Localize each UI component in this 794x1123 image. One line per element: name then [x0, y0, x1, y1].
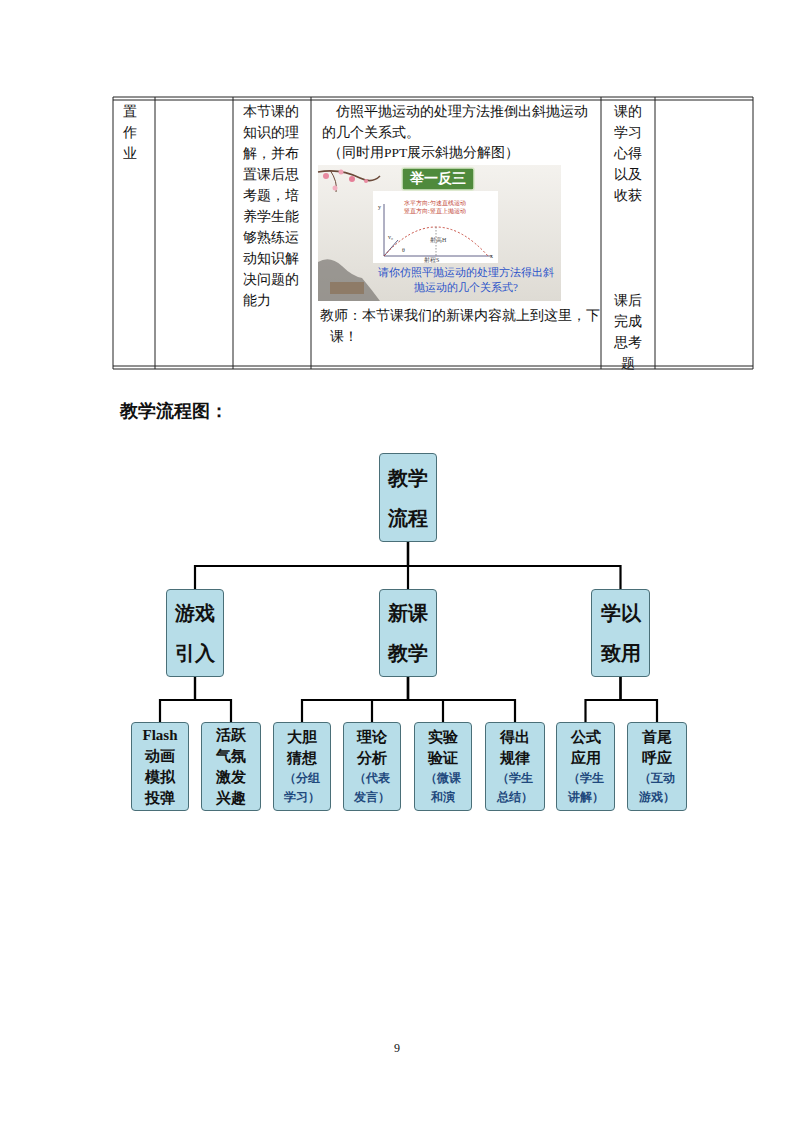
step-box: 大胆猜想（分组学习） — [273, 722, 331, 811]
tree-connector — [586, 677, 621, 722]
box-title: 得出规律 — [496, 727, 534, 769]
slide-note: 射高H — [430, 236, 460, 244]
step-box: 公式应用（学生讲解） — [556, 722, 615, 811]
table-cell: 课后完成思考题 — [613, 290, 643, 374]
box-subtitle: （微课和演 — [425, 769, 461, 807]
axis-label: v₀ — [388, 233, 400, 241]
stage-box: 教学流程 — [379, 453, 437, 542]
step-box: Flash动画模拟投弹 — [131, 722, 189, 811]
box-title: 教学流程 — [388, 458, 428, 538]
stage-box: 游戏引入 — [166, 589, 224, 677]
slide-image — [318, 165, 561, 301]
slide-question: 请你仿照平抛运动的处理方法得出斜抛运动的几个关系式? — [378, 265, 554, 295]
box-title: 实验验证 — [425, 727, 461, 769]
box-title: 大胆猜想 — [284, 727, 320, 769]
box-title: 首尾呼应 — [638, 727, 676, 769]
axis-label: x — [490, 252, 498, 260]
slide-note: 射程S — [424, 257, 454, 263]
tree-connector — [621, 677, 658, 722]
box-title: 学以致用 — [600, 593, 641, 673]
tree-connector — [195, 542, 408, 589]
slide-heading: 举一反三 — [402, 170, 474, 188]
step-box: 理论分析（代表发言） — [343, 722, 401, 811]
box-subtitle: （互动游戏） — [638, 769, 676, 807]
diagram-title: 教学流程图： — [120, 399, 228, 423]
box-subtitle: （学生总结） — [496, 769, 534, 807]
tree-connector — [195, 677, 231, 722]
box-title: 理论分析 — [354, 727, 390, 769]
table-cell: 本节课的知识的理解，并布置课后思考题，培养学生能够熟练运动知识解决问题的能力 — [243, 101, 301, 311]
axis-label: θ — [402, 246, 410, 254]
tree-connector — [408, 677, 515, 722]
stage-box: 学以致用 — [591, 589, 650, 677]
table-cell: 置作业 — [122, 101, 138, 164]
slide-note: 水平方向:匀速直线运动 — [404, 199, 504, 207]
table-cell: 教师：本节课我们的新课内容就上到这里，下课！ — [320, 305, 606, 347]
step-box: 首尾呼应（互动游戏） — [627, 722, 687, 811]
step-box: 得出规律（学生总结） — [485, 722, 545, 811]
tree-connector — [408, 542, 621, 589]
box-title: 游戏引入 — [175, 593, 215, 673]
tree-connector — [160, 677, 195, 722]
box-title: 活跃气氛激发兴趣 — [212, 725, 250, 809]
stage-box: 新课教学 — [379, 589, 437, 677]
box-subtitle: （学生讲解） — [567, 769, 604, 807]
table-cell: 仿照平抛运动的处理方法推倒出斜抛运动的几个关系式。 — [322, 101, 596, 143]
step-box: 活跃气氛激发兴趣 — [201, 722, 261, 811]
slide-note: 竖直方向:竖直上抛运动 — [404, 207, 504, 215]
box-title: 公式应用 — [567, 727, 604, 769]
box-title: 新课教学 — [388, 593, 428, 673]
tree-connector — [302, 677, 408, 722]
tree-connector — [372, 677, 408, 722]
table-cell: 课的学习心得以及收获 — [613, 101, 643, 206]
box-subtitle: （代表发言） — [354, 769, 390, 807]
axis-label: y — [378, 203, 386, 211]
box-subtitle: （分组学习） — [284, 769, 320, 807]
box-title: Flash动画模拟投弹 — [142, 725, 178, 809]
step-box: 实验验证（微课和演 — [414, 722, 472, 811]
page-number: 9 — [387, 1040, 407, 1056]
table-cell: （同时用PPT展示斜抛分解图） — [328, 142, 596, 163]
